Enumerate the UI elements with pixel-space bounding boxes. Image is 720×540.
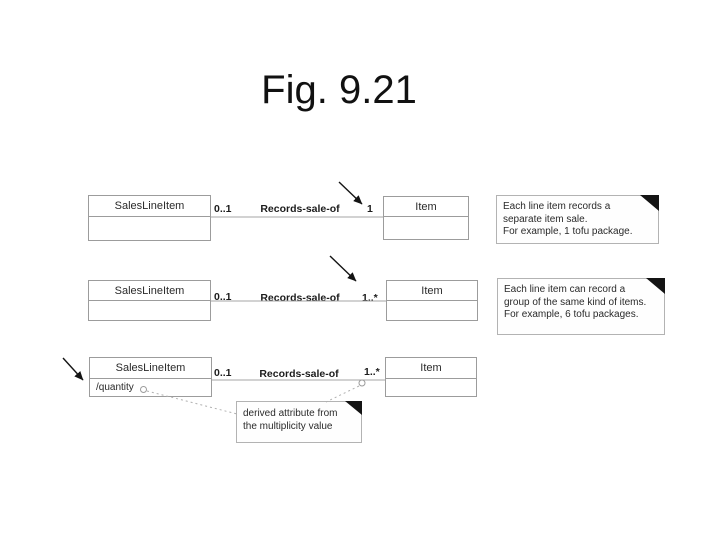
note-1: Each line item records a separate item s… [496,195,659,244]
class-item-1: Item [383,196,469,240]
note-fold-icon [345,401,362,415]
class-name: Item [386,358,476,379]
class-item-3: Item [385,357,477,397]
multiplicity-right-1: 1 [367,203,373,215]
note-line: Each line item can record a [504,284,626,295]
note-line: derived attribute from [243,408,338,419]
pointer-arrow-icon-3 [62,357,84,381]
figure-title: Fig. 9.21 [261,68,417,112]
note-line: group of the same kind of items. [504,296,647,308]
multiplicity-right-3: 1..* [364,366,380,378]
note-connector-line-2 [325,385,360,403]
multiplicity-left-2: 0..1 [214,291,232,303]
class-saleslineitem-1: SalesLineItem [88,195,211,241]
pointer-arrow-icon-2 [329,255,357,282]
class-saleslineitem-2: SalesLineItem [88,280,211,321]
note-2: Each line item can record a group of the… [497,278,665,335]
note-fold-icon [640,195,659,211]
association-name-3: Records-sale-of [259,368,339,380]
multiplicity-left-1: 0..1 [214,203,232,215]
anchor-circle-multiplicity [358,379,366,387]
note-fold-icon [646,278,665,294]
class-item-2: Item [386,280,478,321]
multiplicity-left-3: 0..1 [214,367,232,379]
class-name: Item [384,197,468,217]
multiplicity-right-2: 1..* [362,292,378,304]
note-line: For example, 1 tofu package. [503,226,633,237]
class-name: Item [387,281,477,301]
note-line: separate item sale. [503,213,588,225]
note-line: Each line item records a [503,201,611,212]
class-name: SalesLineItem [89,196,210,217]
note-3: derived attribute from the multiplicity … [236,401,362,443]
association-name-2: Records-sale-of [260,292,340,304]
class-name: SalesLineItem [90,358,211,379]
note-line: For example, 6 tofu packages. [504,309,639,320]
association-name-1: Records-sale-of [260,203,340,215]
pointer-arrow-icon-1 [338,181,363,205]
note-line: the multiplicity value [243,421,333,432]
class-saleslineitem-3: SalesLineItem /quantity [89,357,212,397]
class-attribute-quantity: /quantity [96,382,134,393]
class-name: SalesLineItem [89,281,210,301]
